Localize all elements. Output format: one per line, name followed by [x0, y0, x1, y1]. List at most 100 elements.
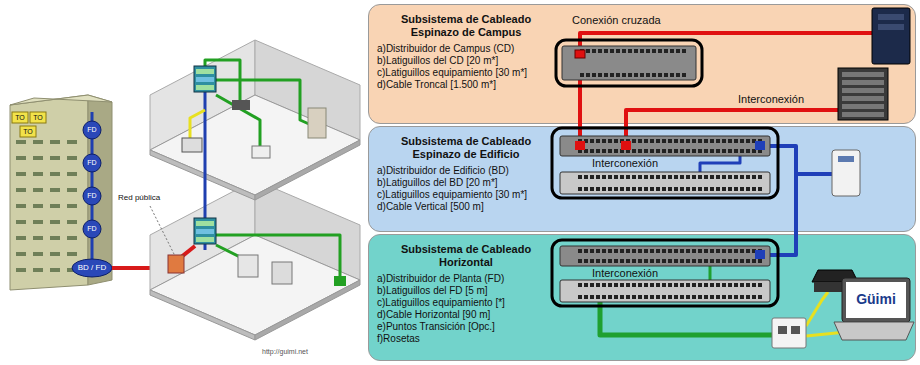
text-column: Subsistema de Cableado Espinazo de Campu…: [377, 13, 555, 91]
port: [740, 259, 744, 263]
port: [646, 49, 650, 53]
port: [610, 73, 614, 77]
port: [650, 259, 654, 263]
port: [656, 139, 660, 143]
list-item: f)Rosetas: [377, 333, 555, 345]
window: [33, 140, 43, 144]
port: [608, 249, 612, 253]
port: [722, 139, 726, 143]
port: [746, 149, 750, 153]
port: [692, 149, 696, 153]
port: [722, 187, 726, 191]
port: [710, 295, 714, 299]
list-item: c)Latiguillos equipamiento [*]: [377, 297, 555, 309]
port: [622, 73, 626, 77]
port: [650, 295, 654, 299]
port: [674, 295, 678, 299]
port: [722, 175, 726, 179]
port: [608, 259, 612, 263]
port: [722, 249, 726, 253]
port: [674, 249, 678, 253]
port: [668, 187, 672, 191]
window: [16, 140, 26, 144]
window: [16, 252, 26, 256]
port: [728, 295, 732, 299]
floor-slab: [150, 235, 360, 335]
patch-panel: [562, 46, 696, 80]
port: [692, 295, 696, 299]
port: [614, 249, 618, 253]
port: [656, 283, 660, 287]
port: [698, 283, 702, 287]
port: [656, 175, 660, 179]
port: [584, 187, 588, 191]
port: [662, 139, 666, 143]
port: [716, 259, 720, 263]
outlet: [334, 276, 346, 286]
subsystem-title: Subsistema de Cableado Espinazo de Edifi…: [377, 135, 555, 161]
port: [626, 175, 630, 179]
outlet-tag: [30, 112, 46, 123]
ports: [578, 175, 762, 191]
port: [596, 149, 600, 153]
port: [638, 283, 642, 287]
text-column: Subsistema de Cableado Espinazo de Edifi…: [377, 135, 555, 213]
port: [614, 283, 618, 287]
port: [596, 249, 600, 253]
laptop-screen: [846, 282, 906, 318]
port: [602, 175, 606, 179]
list-item: b)Latiguillos del BD [20 m*]: [377, 177, 555, 189]
port: [578, 259, 582, 263]
port: [692, 175, 696, 179]
port: [722, 259, 726, 263]
window: [67, 172, 77, 176]
port: [716, 139, 720, 143]
port: [734, 175, 738, 179]
port: [644, 295, 648, 299]
firewall: [168, 255, 184, 273]
router-slot: [842, 112, 884, 117]
port: [614, 187, 618, 191]
port: [758, 175, 762, 179]
port: [632, 295, 636, 299]
port: [622, 49, 626, 53]
port: [722, 283, 726, 287]
port: [692, 283, 696, 287]
port: [716, 187, 720, 191]
port: [680, 175, 684, 179]
port: [614, 295, 618, 299]
port: [722, 295, 726, 299]
port: [710, 187, 714, 191]
port: [620, 175, 624, 179]
port: [734, 149, 738, 153]
cross-connect-cable: [580, 33, 874, 52]
fd-circle: [83, 220, 101, 238]
list-item: a)Distribuidor de Planta (FD): [377, 273, 555, 285]
port: [614, 149, 618, 153]
port: [616, 73, 620, 77]
port: [632, 149, 636, 153]
window: [33, 252, 43, 256]
port: [628, 73, 632, 77]
gateway-led: [838, 156, 854, 162]
port: [620, 187, 624, 191]
port: [692, 249, 696, 253]
port: [758, 259, 762, 263]
port: [710, 259, 714, 263]
port: [664, 49, 668, 53]
port: [620, 295, 624, 299]
port: [674, 139, 678, 143]
window: [50, 172, 60, 176]
fd-label: FD: [82, 191, 102, 200]
laptop: [252, 146, 270, 158]
rack-group: [552, 128, 778, 198]
port: [728, 149, 732, 153]
horizontal-cable: [216, 95, 260, 150]
port: [740, 175, 744, 179]
port: [710, 249, 714, 253]
port: [758, 187, 762, 191]
window: [16, 172, 26, 176]
port: [734, 295, 738, 299]
port: [716, 249, 720, 253]
port: [590, 249, 594, 253]
